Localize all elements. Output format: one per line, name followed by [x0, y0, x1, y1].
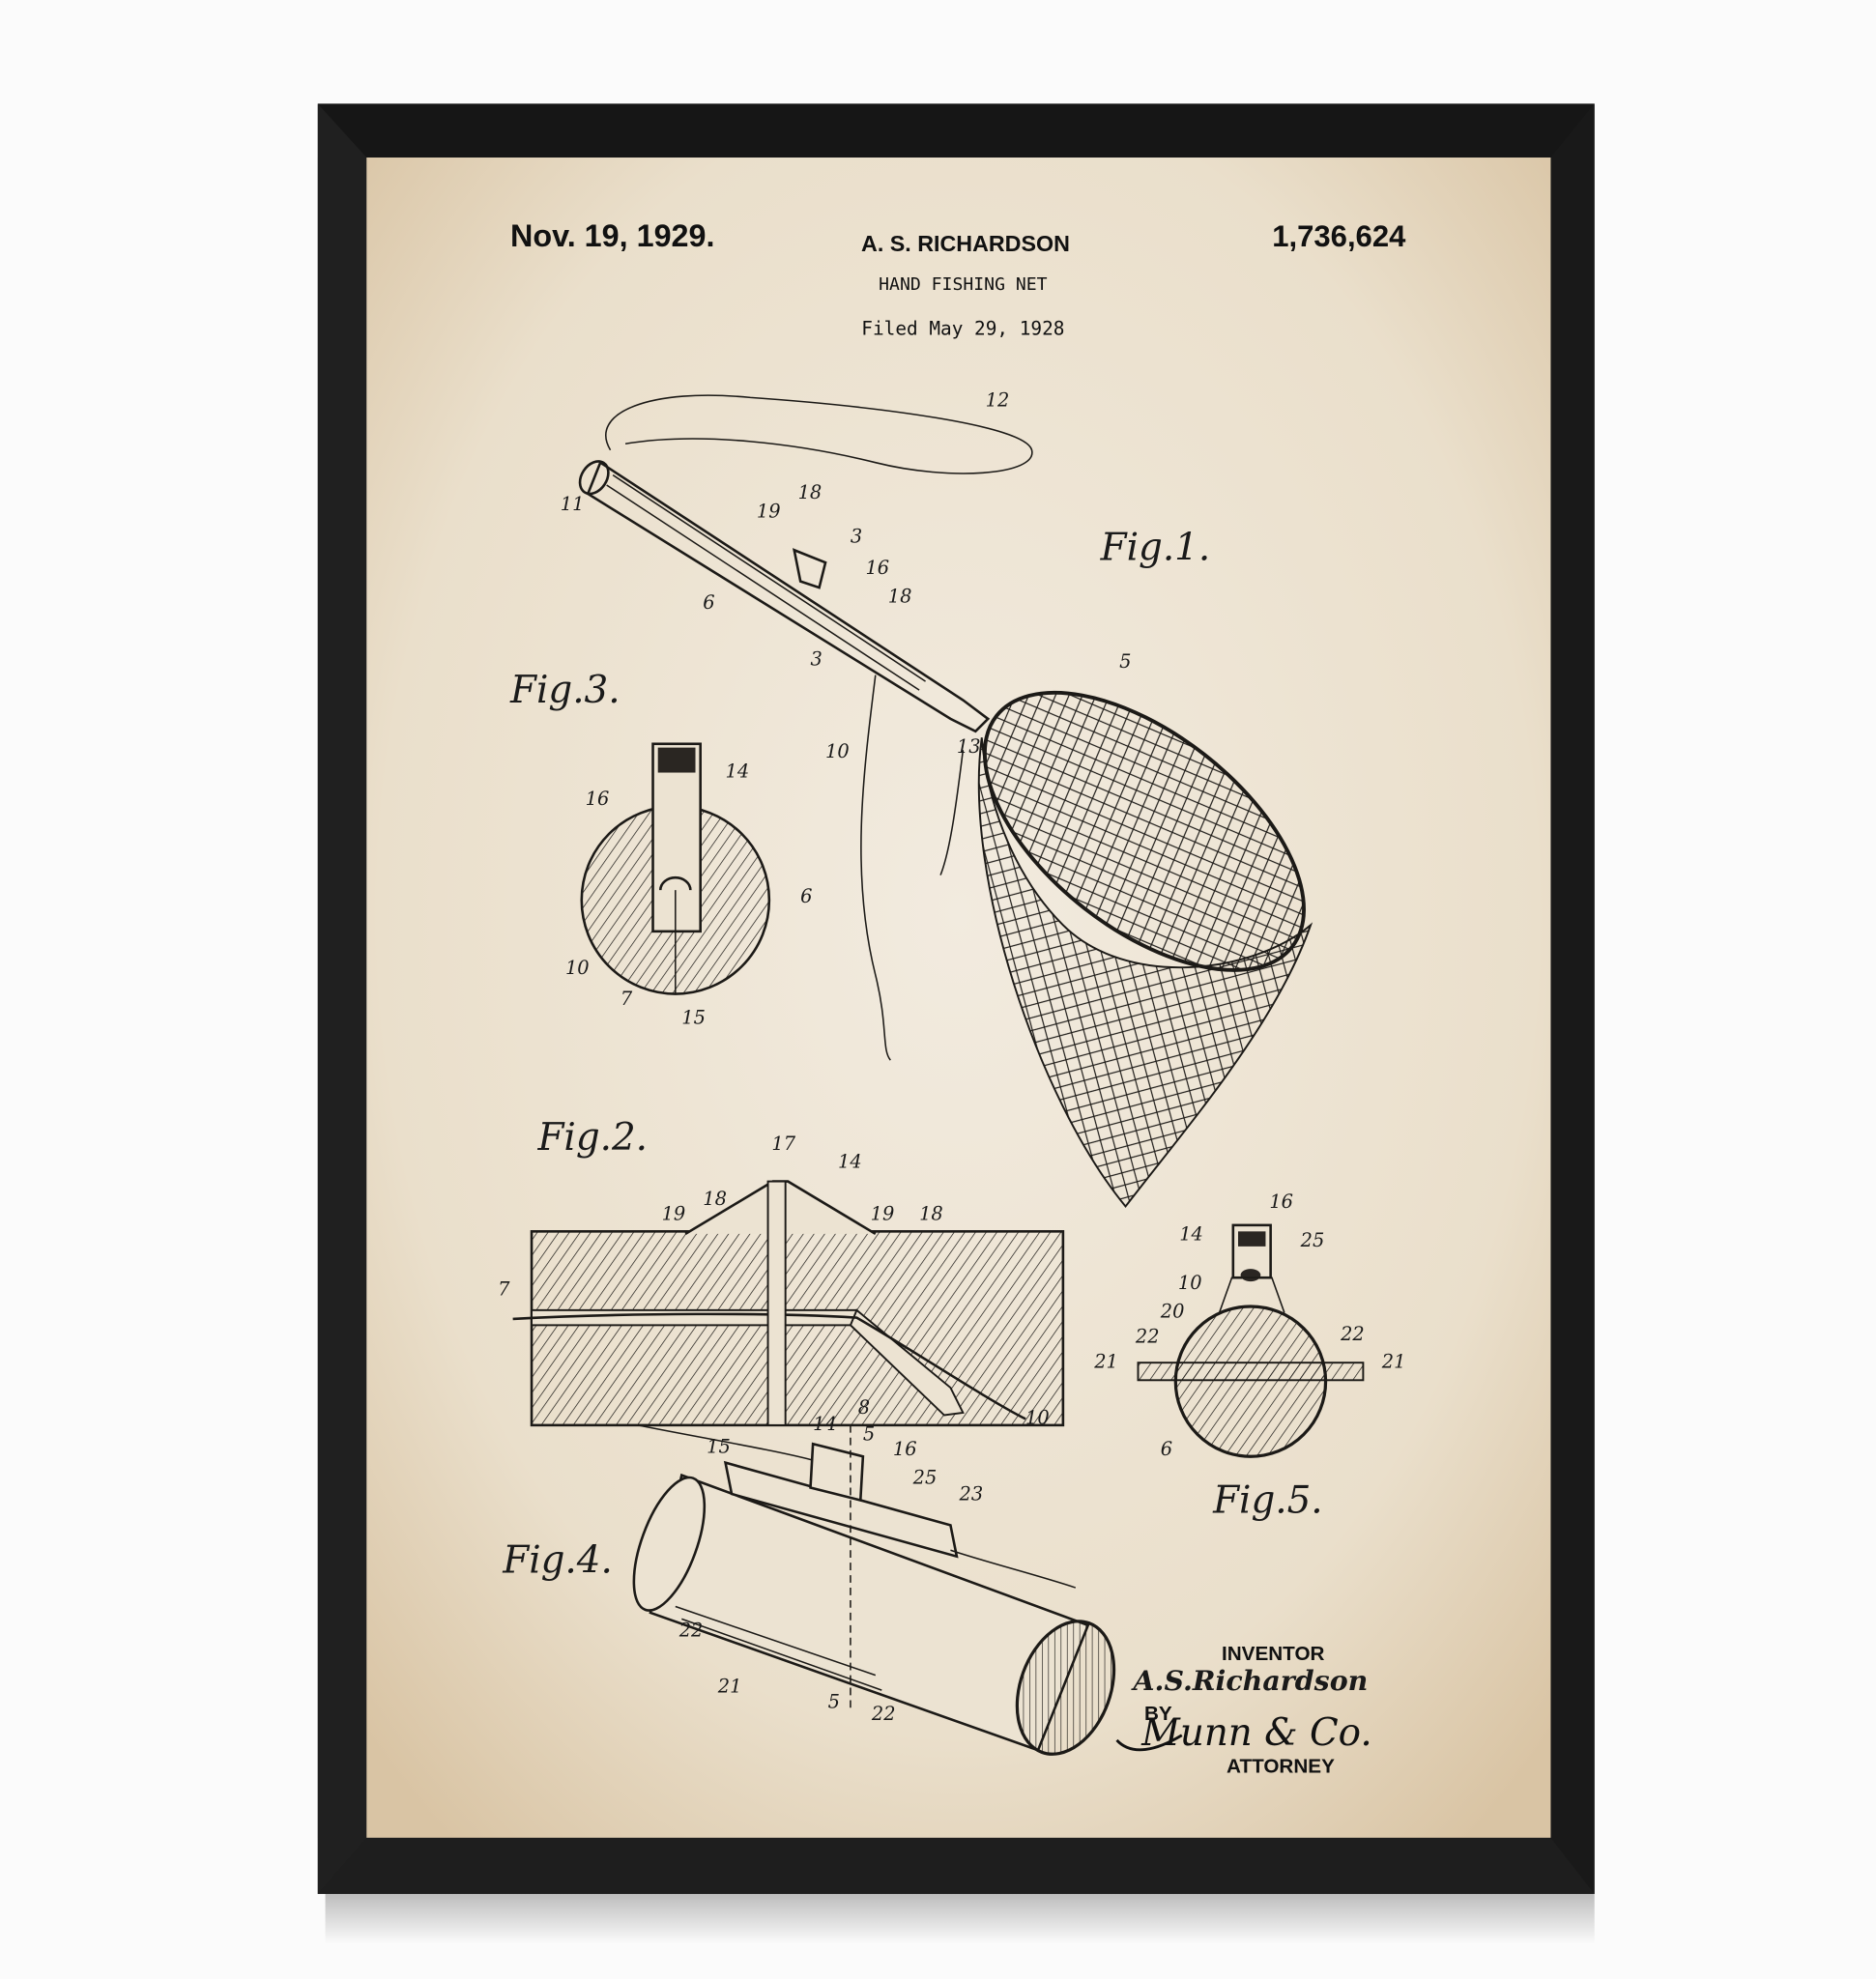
figure-4-label: Fig.4.: [502, 1539, 613, 1583]
figure-2-numerals: 17 14 18 19 19 18 7 8 15 10: [498, 1133, 1050, 1457]
ref-numeral: 21: [1093, 1350, 1118, 1372]
patent-title: HAND FISHING NET: [879, 274, 1048, 295]
ref-numeral: 7: [498, 1277, 510, 1300]
wrist-loop-rope: [605, 394, 1033, 474]
ref-numeral: 17: [771, 1133, 795, 1155]
ref-numeral: 10: [1178, 1272, 1202, 1294]
ref-numeral: 12: [986, 388, 1010, 411]
patent-number: 1,736,624: [1272, 219, 1406, 253]
ref-numeral: 18: [919, 1203, 943, 1225]
patent-paper: [366, 158, 1551, 1838]
figure-3-label: Fig.3.: [509, 669, 621, 712]
ref-numeral: 5: [828, 1690, 840, 1712]
ref-numeral: 19: [662, 1203, 686, 1225]
attorney-label: ATTORNEY: [1227, 1756, 1335, 1778]
ref-numeral: 8: [858, 1396, 870, 1419]
by-label: BY: [1144, 1703, 1172, 1725]
ref-numeral: 14: [726, 760, 750, 783]
figure-4-numerals: 14 5 16 25 23 22 21 5 22: [678, 1413, 983, 1725]
ref-numeral: 22: [871, 1703, 896, 1725]
ref-numeral: 5: [863, 1422, 875, 1445]
figure-1-drawing: [578, 394, 1313, 1209]
ref-numeral: 15: [681, 1007, 706, 1029]
ref-numeral: 13: [957, 735, 981, 758]
inventor-name: A.S.Richardson: [1130, 1664, 1368, 1697]
ref-numeral: 14: [1179, 1222, 1203, 1245]
ref-numeral: 19: [757, 501, 781, 523]
ref-numeral: 14: [838, 1150, 862, 1172]
ref-numeral: 18: [888, 586, 912, 608]
ref-numeral: 6: [800, 885, 812, 907]
ref-numeral: 22: [1135, 1325, 1160, 1347]
figure-1-numerals: 12 11 19 18 3 16 18 6 3 5 10 13: [561, 388, 1132, 762]
ref-numeral: 16: [893, 1438, 917, 1460]
net-bag: [977, 690, 1313, 1209]
ref-numeral: 18: [798, 481, 823, 503]
figure-3-drawing: [580, 742, 771, 995]
ref-numeral: 6: [703, 591, 714, 614]
ref-numeral: 16: [865, 557, 889, 579]
ref-numeral: 11: [561, 493, 585, 515]
ref-numeral: 22: [1340, 1323, 1365, 1345]
ref-numeral: 10: [565, 957, 590, 979]
ref-numeral: 22: [678, 1620, 704, 1642]
ref-numeral: 21: [1381, 1350, 1406, 1372]
ref-numeral: 21: [717, 1676, 742, 1698]
figure-5-numerals: 16 14 25 10 20 22 22 21 21 6: [1093, 1190, 1405, 1460]
figure-2-label: Fig.2.: [537, 1116, 649, 1160]
signature-block: INVENTOR A.S.Richardson BY Munn & Co. AT…: [1115, 1643, 1372, 1778]
ref-numeral: 3: [851, 525, 862, 547]
inventor-label: INVENTOR: [1222, 1643, 1325, 1665]
ref-numeral: 15: [707, 1435, 731, 1457]
ref-numeral: 19: [871, 1203, 895, 1225]
figure-5-drawing: [1137, 1223, 1365, 1458]
ref-numeral: 14: [813, 1413, 837, 1435]
figure-3-numerals: 14 16 6 10 7 15: [565, 760, 813, 1029]
ref-numeral: 25: [1300, 1229, 1325, 1251]
ref-numeral: 7: [621, 988, 633, 1010]
ref-numeral: 20: [1160, 1301, 1185, 1323]
ref-numeral: 18: [703, 1188, 727, 1210]
figure-5-label: Fig.5.: [1212, 1478, 1323, 1522]
ref-numeral: 16: [1269, 1190, 1293, 1213]
inventor-header: A. S. RICHARDSON: [861, 231, 1070, 256]
ref-numeral: 5: [1119, 650, 1131, 673]
cord: [860, 674, 891, 1061]
ref-numeral: 10: [825, 740, 850, 762]
ref-numeral: 10: [1025, 1407, 1050, 1429]
frame-shadow: [325, 1894, 1595, 1944]
figure-1-label: Fig.1.: [1100, 527, 1211, 570]
attorney-signature-text: Munn & Co.: [1140, 1711, 1372, 1755]
ref-numeral: 3: [811, 647, 823, 670]
ref-numeral: 16: [586, 788, 610, 810]
figure-4-drawing: [632, 1424, 1116, 1756]
attorney-signature: Munn & Co.: [1115, 1711, 1372, 1755]
ref-numeral: 6: [1161, 1438, 1172, 1460]
figure-2-drawing: [512, 1180, 1065, 1427]
ref-numeral: 23: [958, 1482, 983, 1505]
patent-date: Nov. 19, 1929.: [510, 218, 714, 253]
filed-date: Filed May 29, 1928: [861, 318, 1064, 340]
ref-numeral: 25: [912, 1467, 938, 1489]
